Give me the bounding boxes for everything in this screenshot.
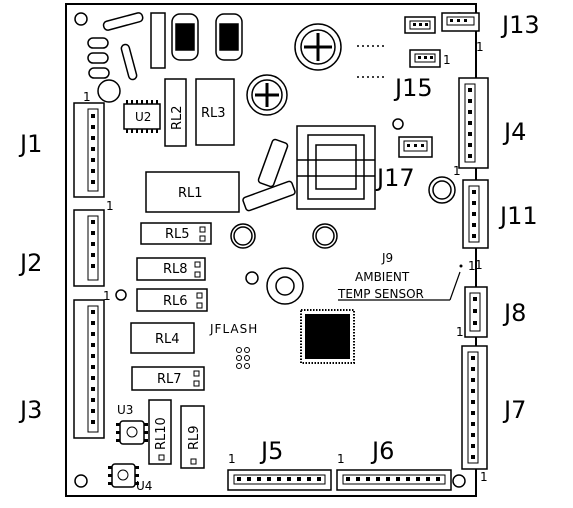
svg-text:RL8: RL8 xyxy=(163,262,188,277)
relay-rl8: RL8 xyxy=(136,257,206,281)
connector-j13-b: 1 xyxy=(441,12,484,54)
dotted-traces xyxy=(357,45,384,78)
diode-components xyxy=(242,138,296,212)
svg-text:RL4: RL4 xyxy=(155,332,180,347)
inductors-top xyxy=(171,13,243,61)
connector-j1: 1 xyxy=(73,90,105,198)
connector-j13-a xyxy=(404,16,436,34)
label-j4: J4 xyxy=(502,118,526,146)
ambient-label: AMBIENT xyxy=(355,270,410,284)
u4-label: U4 xyxy=(136,479,152,493)
label-j11: J11 xyxy=(498,202,538,230)
board-outline xyxy=(65,3,477,497)
connector-j5: 1 xyxy=(227,452,332,491)
relay-rl1: RL1 xyxy=(145,171,240,213)
ic-u4: U4 xyxy=(108,463,152,493)
svg-text:RL1: RL1 xyxy=(178,186,203,201)
relay-rl5: RL5 xyxy=(140,222,212,245)
connector-j8: 1 xyxy=(456,286,488,339)
microcontroller xyxy=(300,309,355,364)
connector-j6: 1 xyxy=(336,452,452,491)
label-j6: J6 xyxy=(370,437,394,465)
u2-label: U2 xyxy=(135,110,151,124)
connector-j2: 1 xyxy=(73,199,114,287)
relay-rl4: RL4 xyxy=(130,322,195,354)
svg-text:1: 1 xyxy=(443,53,451,67)
mounting-hole-bottom-right xyxy=(452,474,466,488)
mounting-hole-bottom-left xyxy=(74,474,88,488)
label-j1: J1 xyxy=(18,130,42,158)
capacitors-large xyxy=(246,23,342,116)
label-j5: J5 xyxy=(259,437,283,465)
ic-u3: U3 xyxy=(116,403,148,445)
svg-text:1: 1 xyxy=(480,470,488,484)
label-j17: J17 xyxy=(375,164,415,192)
label-j13: J13 xyxy=(500,11,540,39)
svg-text:1: 1 xyxy=(476,40,484,54)
capacitors-small xyxy=(230,176,456,249)
connector-j11: 1 xyxy=(462,179,489,272)
connector-j15: 1 xyxy=(409,49,451,68)
svg-text:RL7: RL7 xyxy=(157,372,182,387)
svg-text:1: 1 xyxy=(106,199,114,213)
relay-rl7: RL7 xyxy=(131,366,205,391)
connector-j3: 1 xyxy=(73,289,111,439)
svg-text:RL6: RL6 xyxy=(163,294,188,309)
test-point xyxy=(392,118,404,130)
relay-pads xyxy=(158,226,206,465)
svg-text:1: 1 xyxy=(228,452,236,466)
mounting-hole-center xyxy=(245,271,259,285)
svg-text:RL2: RL2 xyxy=(170,105,185,130)
jflash-label: JFLASH xyxy=(209,322,258,336)
svg-text:RL3: RL3 xyxy=(201,106,226,121)
connector-j4: 1 xyxy=(453,77,489,178)
relay-rl6: RL6 xyxy=(136,288,208,312)
svg-text:1: 1 xyxy=(337,452,345,466)
j9-label: J9 xyxy=(381,251,393,265)
label-j8: J8 xyxy=(502,299,526,327)
mounting-hole-top-left xyxy=(74,12,88,26)
buzzer xyxy=(266,267,304,305)
label-j2: J2 xyxy=(18,249,42,277)
svg-text:RL5: RL5 xyxy=(165,227,190,242)
connector-j7: 1 xyxy=(461,345,488,484)
svg-text:1: 1 xyxy=(468,259,476,273)
svg-text:1: 1 xyxy=(83,90,91,104)
u3-label: U3 xyxy=(117,403,133,417)
relay-rl2: RL2 xyxy=(164,78,187,147)
relay-rl3: RL3 xyxy=(195,78,235,146)
svg-text:RL10: RL10 xyxy=(154,417,169,450)
svg-text:RL9: RL9 xyxy=(187,425,202,450)
svg-text:1: 1 xyxy=(475,258,483,272)
label-j3: J3 xyxy=(18,396,42,424)
coil-components xyxy=(87,12,166,103)
svg-text:1: 1 xyxy=(456,325,464,339)
ic-u2: U2 xyxy=(123,100,161,133)
j9-leader xyxy=(338,271,461,301)
jflash-pads xyxy=(236,347,250,369)
label-j7: J7 xyxy=(502,396,526,424)
svg-text:1: 1 xyxy=(103,289,111,303)
label-j15: J15 xyxy=(393,74,433,102)
relay-rl10: RL10 xyxy=(148,399,172,465)
transformer xyxy=(296,125,376,210)
mounting-hole-left-mid xyxy=(115,289,127,301)
connector-j17 xyxy=(398,136,433,158)
temp-sensor-label: TEMP SENSOR xyxy=(337,287,424,301)
svg-text:1: 1 xyxy=(453,164,461,178)
j9-dot xyxy=(459,264,463,268)
relay-rl9: RL9 xyxy=(180,405,205,469)
